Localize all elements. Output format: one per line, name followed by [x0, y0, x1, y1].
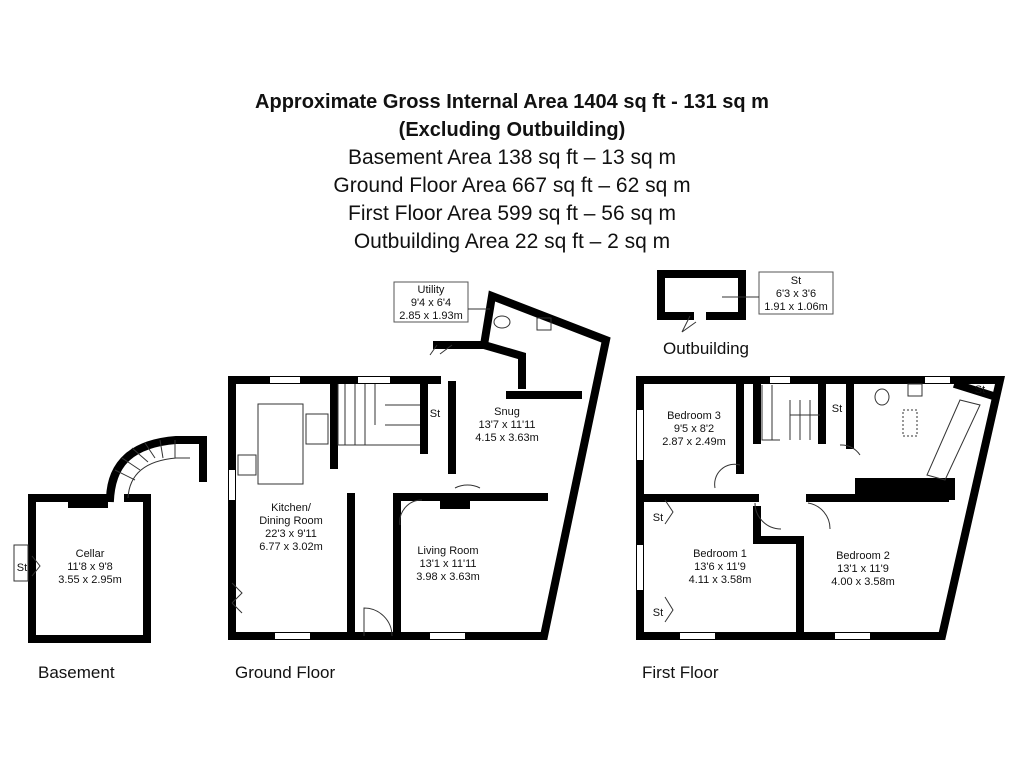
bedroom3-metric: 2.87 x 2.49m	[662, 436, 726, 448]
living-room-metric: 3.98 x 3.63m	[416, 571, 480, 583]
store-label: St	[975, 384, 985, 396]
outbuilding-label: Outbuilding	[663, 339, 749, 358]
door-swings	[714, 444, 861, 530]
callout-box	[393, 281, 469, 323]
outbuilding-door	[681, 315, 697, 333]
spiral-stairs	[114, 439, 190, 499]
utility-label: Utility	[418, 284, 445, 296]
outbuilding-area: Outbuilding Area 22 sq ft – 2 sq m	[353, 230, 671, 253]
snug-imperial: 13'7 x 11'11	[478, 419, 535, 431]
store-walls	[420, 381, 456, 474]
callout-box	[758, 271, 834, 315]
gross-area-title: Approximate Gross Internal Area 1404 sq …	[255, 91, 769, 113]
door-swing	[31, 555, 41, 577]
bedroom1-wall	[753, 506, 804, 640]
store-label: St	[430, 408, 440, 420]
dining-room-label: Dining Room	[259, 515, 323, 527]
kitchen-counter	[257, 403, 304, 485]
outbuilding-store-label: St	[791, 275, 801, 287]
bedroom2-metric: 4.00 x 3.58m	[831, 576, 895, 588]
store-label: St	[17, 562, 27, 574]
bath	[926, 399, 981, 481]
cellar-metric: 3.55 x 2.95m	[58, 574, 122, 586]
kitchen-metric: 6.77 x 3.02m	[259, 541, 323, 553]
chimney-breast	[855, 478, 955, 500]
ground-stairs	[337, 384, 420, 446]
store-label: St	[653, 607, 663, 619]
outbuilding-plan: St 6'3 x 3'6 1.91 x 1.06m Outbuilding	[657, 270, 834, 358]
bedroom3-imperial: 9'5 x 8'2	[674, 423, 714, 435]
first-floor-label: First Floor	[642, 663, 719, 682]
door-swings	[363, 484, 481, 637]
bedroom2-imperial: 13'1 x 11'9	[837, 563, 889, 575]
wall-nib	[68, 494, 108, 508]
windows	[637, 377, 950, 639]
outbuilding-store-imperial: 6'3 x 3'6	[776, 288, 816, 300]
ground-floor-area: Ground Floor Area 667 sq ft – 62 sq m	[333, 174, 691, 197]
shower-tray	[902, 409, 918, 437]
cellar-imperial: 11'8 x 9'8	[67, 561, 113, 573]
sink	[237, 454, 257, 476]
living-room-walls	[393, 493, 548, 640]
chimney-breast	[440, 497, 470, 509]
french-doors	[231, 582, 243, 614]
cellar-walls	[28, 494, 151, 643]
hob	[305, 413, 329, 445]
windows	[229, 377, 535, 639]
first-stairs	[761, 385, 820, 441]
utility-door	[429, 344, 453, 356]
stair-walls	[105, 436, 207, 503]
basement-area: Basement Area 138 sq ft – 13 sq m	[347, 146, 677, 169]
store-label: St	[653, 512, 663, 524]
excluding-note: (Excluding Outbuilding)	[398, 119, 626, 141]
cellar-label: Cellar	[76, 548, 105, 560]
utility-callout: Utility 9'4 x 6'4 2.85 x 1.93m	[393, 281, 490, 323]
snug-metric: 4.15 x 3.63m	[475, 432, 539, 444]
kitchen-label: Kitchen/	[271, 502, 312, 514]
basin	[907, 383, 923, 397]
bedroom1-imperial: 13'6 x 11'9	[694, 561, 746, 573]
ground-floor-plan: Utility 9'4 x 6'4 2.85 x 1.93m St Snug 1…	[228, 281, 611, 682]
utility-metric: 2.85 x 1.93m	[399, 310, 463, 322]
bedroom1-metric: 4.11 x 3.58m	[689, 574, 752, 586]
store-wall	[952, 379, 996, 401]
ground-floor-label: Ground Floor	[235, 663, 335, 682]
living-room-imperial: 13'1 x 11'11	[419, 558, 476, 570]
utility-imperial: 9'4 x 6'4	[411, 297, 451, 309]
toilet	[493, 315, 511, 329]
snug-label: Snug	[494, 406, 520, 418]
bedroom1-label: Bedroom 1	[693, 548, 747, 560]
outbuilding-store-metric: 1.91 x 1.06m	[764, 301, 828, 313]
ground-outer-walls	[228, 290, 611, 640]
basement-floor-label: Basement	[38, 663, 115, 682]
living-room-label: Living Room	[417, 545, 478, 557]
outbuilding-walls	[657, 270, 746, 320]
kitchen-imperial: 22'3 x 9'11	[265, 528, 317, 540]
store-label: St	[832, 403, 842, 415]
area-summary: Approximate Gross Internal Area 1404 sq …	[0, 88, 1024, 256]
first-floor-area: First Floor Area 599 sq ft – 56 sq m	[348, 202, 676, 225]
utility-wall	[479, 340, 526, 389]
bedroom3-label: Bedroom 3	[667, 410, 721, 422]
bedroom2-label: Bedroom 2	[836, 550, 890, 562]
utility-sink	[536, 317, 552, 331]
wardrobe-doors	[664, 499, 674, 623]
toilet	[874, 388, 890, 406]
stair-store-walls	[753, 376, 854, 449]
first-floor-plan: St St St St Bedroom 3 9'5 x 8'2 2.87 x 2…	[636, 376, 1006, 682]
cellar-store	[13, 544, 29, 582]
basement-plan: St Cellar 11'8 x 9'8 3.55 x 2.95m Baseme…	[13, 436, 207, 682]
